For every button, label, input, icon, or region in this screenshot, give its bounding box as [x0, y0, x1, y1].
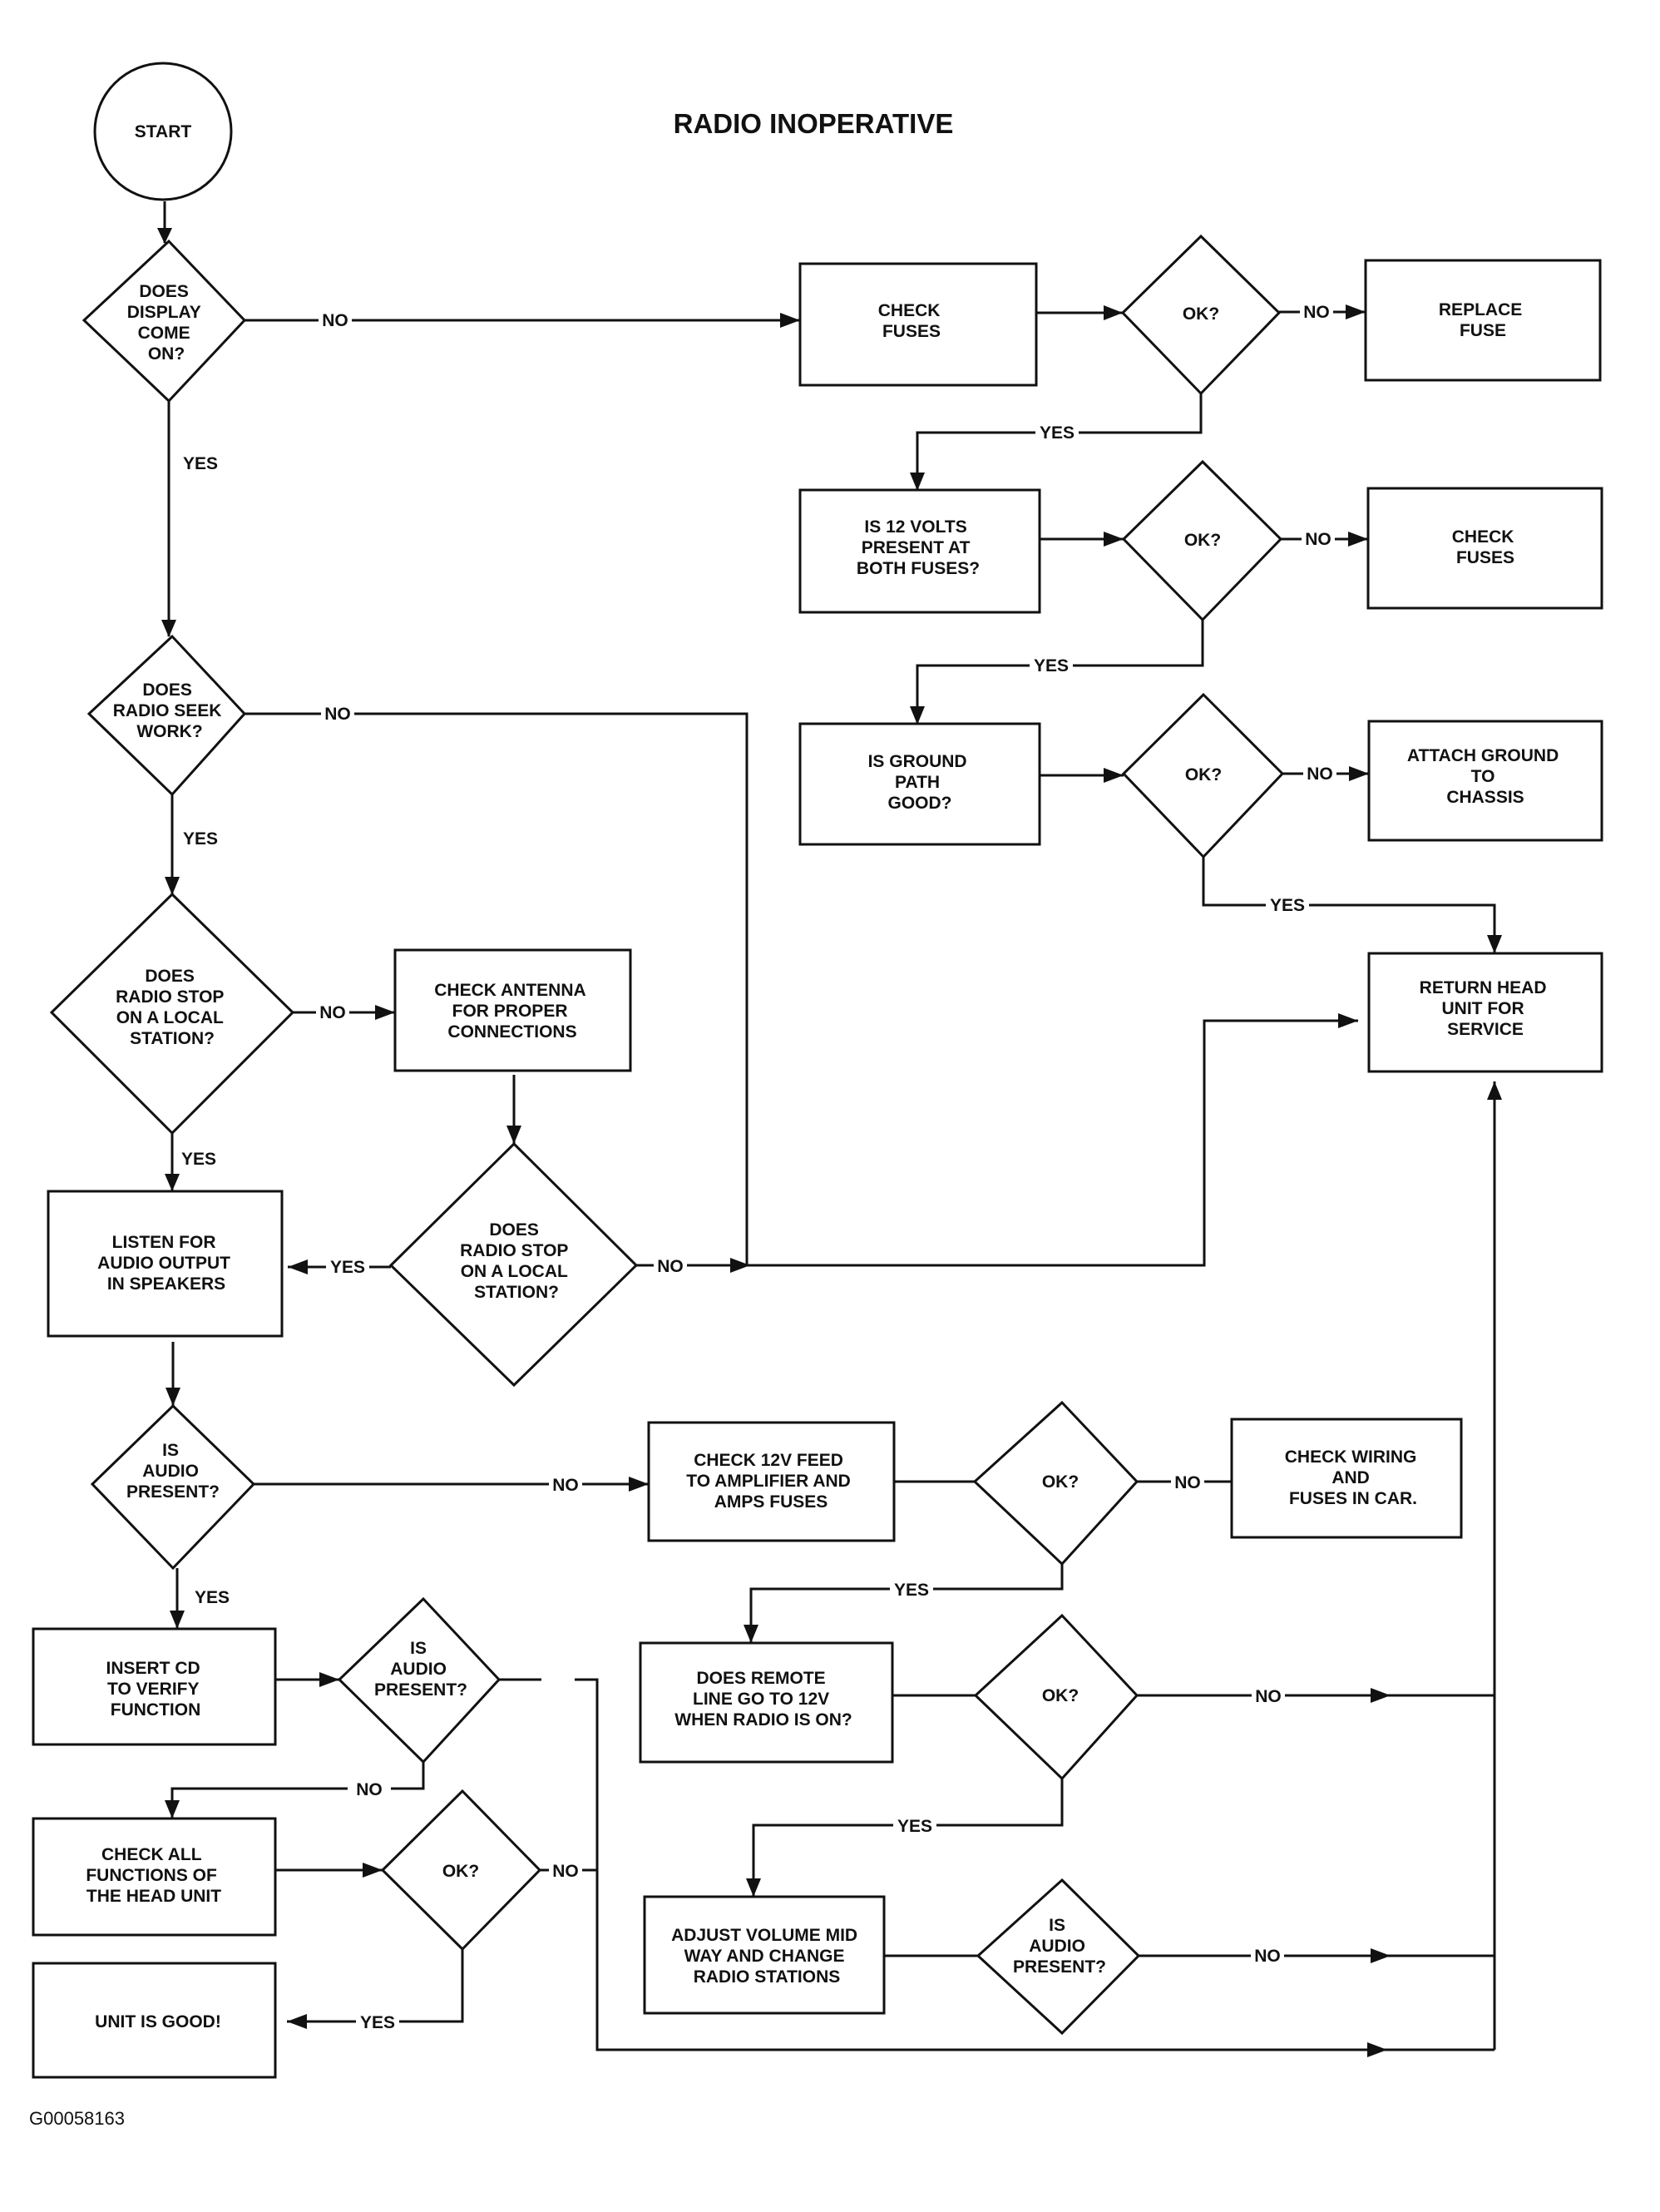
edge-label: NO	[1307, 765, 1333, 784]
decision-ok-functions: OK?	[380, 1789, 542, 1952]
process-listen-audio: LISTEN FOR AUDIO OUTPUT IN SPEAKERS	[47, 1190, 284, 1338]
edge-label: NO	[324, 705, 351, 724]
process-twelve-volts: IS 12 VOLTS PRESENT AT BOTH FUSES?	[798, 488, 1041, 614]
svg-text:IS 12 VOLTS PRESENT AT: IS 12 VOLTS PRESENT AT BOTH FUSES?	[857, 517, 980, 578]
decision-ok-volts: OK?	[1121, 459, 1283, 622]
svg-text:CHECK FUSES: CHECK FUSES	[1452, 527, 1519, 567]
edge-label: YES	[360, 2013, 395, 2032]
edge-label: NO	[1255, 1687, 1282, 1706]
edge-label: NO	[322, 311, 348, 330]
svg-text:IS AUDIO PRESENT?: IS AUDIO PRESENT?	[126, 1441, 220, 1502]
edge-label: NO	[552, 1862, 579, 1881]
svg-text:ATTACH GROUND TO C: ATTACH GROUND TO CHASSIS	[1407, 746, 1564, 807]
edge-label: NO	[1303, 303, 1330, 322]
svg-text:DOES RADIO STOP ON: DOES RADIO STOP ON A LOCAL STATION?	[460, 1220, 573, 1302]
svg-text:OK?: OK?	[1184, 531, 1221, 550]
svg-text:DOES REMOTE LINE GO TO 1: DOES REMOTE LINE GO TO 12V WHEN RADIO IS…	[674, 1669, 852, 1730]
svg-text:INSERT CD TO VERIFY: INSERT CD TO VERIFY FUNCTION	[106, 1659, 205, 1720]
process-remote-line: DOES REMOTE LINE GO TO 12V WHEN RADIO IS…	[639, 1641, 894, 1764]
decision-ok-feed: OK?	[972, 1400, 1139, 1566]
process-unit-good: UNIT IS GOOD!	[32, 1962, 277, 2079]
svg-text:CHECK ALL FUNCTIONS OF: CHECK ALL FUNCTIONS OF THE HEAD UNIT	[86, 1845, 221, 1906]
figure-code: G00058163	[29, 2108, 125, 2129]
decision-local-station-1: DOES RADIO STOP ON A LOCAL STATION?	[49, 892, 295, 1136]
page-title: RADIO INOPERATIVE	[674, 108, 954, 139]
svg-text:OK?: OK?	[442, 1862, 479, 1881]
svg-text:CHECK FUSES: CHECK FUSES	[878, 301, 946, 341]
decision-seek-works: DOES RADIO SEEK WORK?	[86, 634, 247, 797]
decision-local-station-2: DOES RADIO STOP ON A LOCAL STATION?	[388, 1141, 639, 1388]
edge-label: YES	[181, 1150, 216, 1169]
decision-audio-present-2: IS AUDIO PRESENT?	[337, 1596, 501, 1764]
svg-text:LISTEN FOR AUDIO OUTPUT: LISTEN FOR AUDIO OUTPUT IN SPEAKERS	[97, 1233, 235, 1294]
svg-text:OK?: OK?	[1042, 1472, 1079, 1492]
svg-text:DOES RADIO SEEK WO: DOES RADIO SEEK WORK?	[113, 680, 227, 741]
process-return-head-unit: RETURN HEAD UNIT FOR SERVICE	[1367, 952, 1603, 1073]
connector-lines	[163, 201, 1496, 2051]
edge-label: YES	[897, 1817, 932, 1836]
svg-text:REPLACE FUSE: REPLACE FUSE	[1439, 300, 1527, 340]
decision-display-on: DOES DISPLAY COME ON?	[82, 239, 247, 403]
process-attach-ground: ATTACH GROUND TO CHASSIS	[1367, 720, 1603, 842]
svg-text:ADJUST VOLUME MID WAY AN: ADJUST VOLUME MID WAY AND CHANGE RADIO S…	[671, 1926, 862, 1987]
decision-ok-ground: OK?	[1121, 692, 1285, 859]
process-insert-cd: INSERT CD TO VERIFY FUNCTION	[32, 1627, 277, 1746]
process-check-12v-feed: CHECK 12V FEED TO AMPLIFIER AND AMPS FUS…	[647, 1421, 896, 1542]
svg-text:IS GROUND PATH GOO: IS GROUND PATH GOOD?	[868, 752, 972, 813]
decision-ok-remote: OK?	[973, 1613, 1139, 1781]
edge-label: YES	[1040, 423, 1075, 443]
edge-label: NO	[319, 1003, 346, 1022]
svg-text:CHECK ANTENNA FOR PROPER: CHECK ANTENNA FOR PROPER CONNECTIONS	[434, 981, 590, 1042]
edge-label: NO	[1174, 1473, 1201, 1492]
edge-label: YES	[183, 454, 218, 473]
process-check-fuses-1: CHECK FUSES	[798, 262, 1038, 387]
edge-label: YES	[1034, 656, 1069, 675]
decision-audio-present-1: IS AUDIO PRESENT?	[90, 1403, 256, 1571]
process-check-antenna: CHECK ANTENNA FOR PROPER CONNECTIONS	[393, 948, 632, 1072]
svg-text:CHECK WIRING AND F: CHECK WIRING AND FUSES IN CAR.	[1285, 1447, 1422, 1508]
svg-text:OK?: OK?	[1185, 765, 1222, 784]
edge-label: NO	[356, 1780, 383, 1799]
start-terminal: START	[93, 62, 233, 201]
edge-label: NO	[552, 1476, 579, 1495]
svg-text:START: START	[135, 122, 192, 141]
svg-text:CHECK 12V FEED TO AMPLIF: CHECK 12V FEED TO AMPLIFIER AND AMPS FUS…	[686, 1451, 855, 1512]
process-check-wiring: CHECK WIRING AND FUSES IN CAR.	[1230, 1418, 1463, 1539]
svg-text:OK?: OK?	[1183, 304, 1219, 324]
decision-ok-fuses: OK?	[1120, 234, 1282, 396]
svg-text:RETURN HEAD UNIT FOR: RETURN HEAD UNIT FOR SERVICE	[1420, 978, 1552, 1039]
edge-label: NO	[1254, 1947, 1281, 1966]
edge-label: YES	[195, 1588, 230, 1607]
process-check-fuses-2: CHECK FUSES	[1366, 487, 1603, 610]
svg-text:OK?: OK?	[1042, 1686, 1079, 1705]
svg-text:DOES DISPLAY COME: DOES DISPLAY COME ON?	[127, 282, 206, 364]
process-adjust-volume: ADJUST VOLUME MID WAY AND CHANGE RADIO S…	[643, 1895, 886, 2015]
edge-label: YES	[1270, 896, 1305, 915]
edge-label: YES	[894, 1581, 929, 1600]
arrowheads	[157, 228, 1502, 2057]
edge-label: NO	[1305, 530, 1331, 549]
edge-label: NO	[657, 1257, 684, 1276]
svg-text:DOES RADIO STOP ON: DOES RADIO STOP ON A LOCAL STATION?	[116, 967, 229, 1048]
svg-text:IS AUDIO PRESENT?: IS AUDIO PRESENT?	[374, 1639, 467, 1700]
edge-label: YES	[330, 1258, 365, 1277]
decision-audio-present-3: IS AUDIO PRESENT?	[976, 1878, 1141, 2036]
process-ground-path: IS GROUND PATH GOOD?	[798, 722, 1041, 846]
svg-text:IS AUDIO PRESENT?: IS AUDIO PRESENT?	[1013, 1916, 1106, 1977]
process-replace-fuse: REPLACE FUSE	[1364, 259, 1602, 382]
svg-text:UNIT IS GOOD!: UNIT IS GOOD!	[95, 2012, 221, 2031]
edge-labels: NO YES NO YES NO YES NO YES NO YES NO YE…	[177, 299, 1336, 2033]
process-check-all-functions: CHECK ALL FUNCTIONS OF THE HEAD UNIT	[32, 1817, 277, 1937]
edge-label: YES	[183, 829, 218, 849]
